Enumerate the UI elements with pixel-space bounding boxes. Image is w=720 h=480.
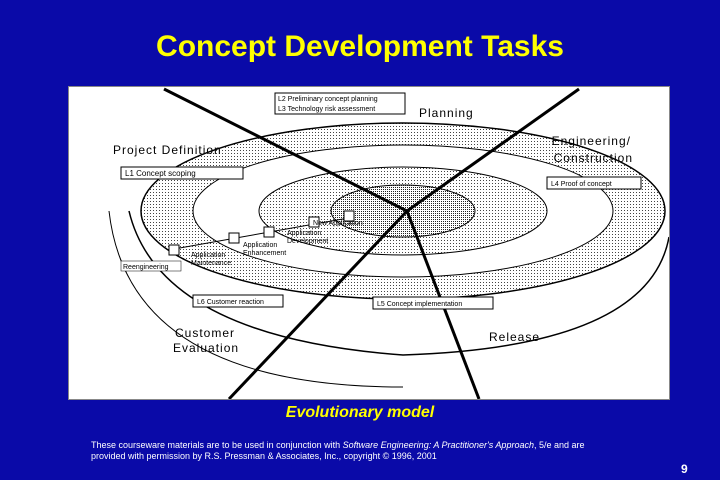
region-release-label: Release — [489, 330, 540, 344]
enhancement-label-line1: Application — [243, 242, 277, 249]
task-l4-label: L4 Proof of concept — [551, 181, 612, 188]
region-planning-label: Planning — [419, 106, 474, 120]
development-label-line1: Application — [287, 230, 321, 237]
entry-point-box — [343, 210, 355, 222]
entry-point-box — [168, 244, 180, 256]
spiral-diagram: L2 Preliminary concept planning L3 Techn… — [108, 87, 670, 401]
task-box-l1 — [120, 166, 244, 180]
entry-point-box — [263, 226, 275, 238]
spiral-diagram-panel: L2 Preliminary concept planning L3 Techn… — [68, 86, 670, 401]
task-box-l6 — [192, 294, 284, 308]
page-number: 9 — [681, 462, 688, 476]
new-application-label: New Application — [313, 220, 363, 227]
entry-point-box — [228, 232, 240, 244]
spiral-arc-outer — [128, 210, 670, 356]
region-project-definition-label: Project Definition — [113, 143, 222, 157]
footer-book-title: Software Engineering: A Practitioner's A… — [342, 440, 534, 450]
maintenance-label-line1: Application — [191, 252, 225, 259]
enhancement-label-line2: Enhancement — [243, 250, 286, 257]
development-label-line2: Development — [287, 238, 328, 245]
footer-text-suffix: , 5/e and are — [533, 440, 585, 450]
task-l5-label: L5 Concept implementation — [377, 301, 462, 308]
copyright-footer: These courseware materials are to be use… — [91, 440, 651, 462]
task-l3-label: L3 Technology risk assessment — [278, 106, 375, 113]
task-box-l4 — [546, 176, 642, 190]
maintenance-label-line2: Maintenance — [191, 260, 231, 267]
core-ring — [330, 184, 476, 238]
diagram-caption: Evolutionary model — [285, 404, 435, 421]
reengineering-box — [120, 260, 182, 272]
region-engineering-label-line1: Engineering/ — [552, 134, 631, 148]
footer-text-line2: provided with permission by R.S. Pressma… — [91, 451, 437, 461]
region-engineering-label-line2: Construction — [554, 151, 633, 165]
task-l6-label: L6 Customer reaction — [197, 299, 264, 306]
footer-text-prefix: These courseware materials are to be use… — [91, 440, 343, 450]
divider-line-top-right — [406, 87, 580, 213]
reengineering-label: Reengineering — [123, 264, 169, 271]
entry-point-box — [308, 216, 320, 228]
divider-line-top-left — [163, 87, 408, 213]
task-l2-label: L2 Preliminary concept planning — [278, 96, 378, 103]
task-box-l5 — [372, 296, 494, 310]
divider-line-bottom-left — [227, 209, 409, 401]
region-customer-label-line2: Evaluation — [173, 341, 239, 355]
region-customer-label-line1: Customer — [175, 326, 235, 340]
task-box-l2-l3 — [274, 92, 406, 115]
spiral-arc-outer-2 — [108, 210, 404, 388]
task-l1-label: L1 Concept scoping — [125, 169, 196, 178]
slide-title: Concept Development Tasks — [156, 30, 564, 63]
